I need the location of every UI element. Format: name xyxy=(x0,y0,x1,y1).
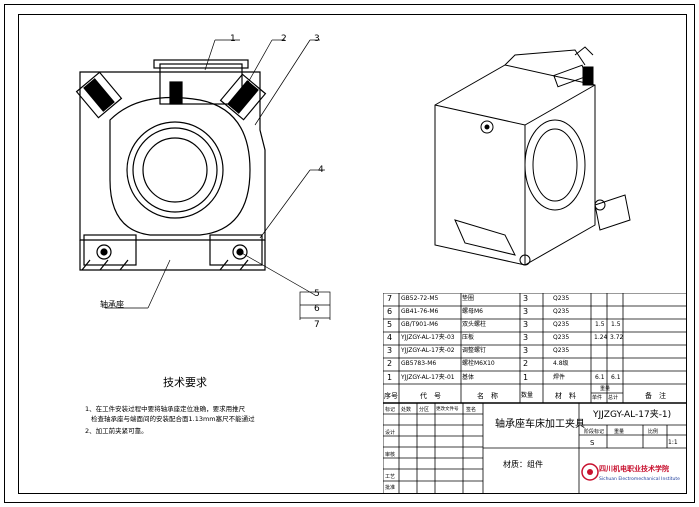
weight-label: 重量 xyxy=(614,429,625,435)
bom-header-total: 总计 xyxy=(608,395,619,401)
bom-mat: Q235 xyxy=(553,347,570,354)
bom-code: YJJZGY-AL-17夹-02 xyxy=(401,347,455,354)
tech-line-2: 检查轴承座与端面间的安装配合面1.13mm塞尺不能通过 xyxy=(91,415,255,423)
callout-3: 3 xyxy=(314,34,320,44)
bom-qty: 3 xyxy=(523,307,529,316)
row-process: 工艺 xyxy=(385,474,396,480)
front-view xyxy=(75,39,331,320)
stage-label: 阶段标记 xyxy=(584,429,605,435)
bom-code: GB/T901-M6 xyxy=(401,321,439,328)
isometric-view xyxy=(434,46,631,266)
bom-qty: 3 xyxy=(523,333,529,342)
bom-no: 6 xyxy=(387,307,393,316)
rev-label-count: 处数 xyxy=(401,407,412,413)
scale-value: 1:1 xyxy=(668,439,678,446)
bom-header-code: 代 号 xyxy=(420,392,441,400)
bom-no: 7 xyxy=(387,294,393,303)
bom-no: 5 xyxy=(387,320,393,329)
scale-label: 比例 xyxy=(648,429,659,435)
rev-label-mark: 标记 xyxy=(385,407,396,413)
bom-qty: 3 xyxy=(523,320,529,329)
bom-name: 双头螺柱 xyxy=(462,321,487,328)
bom-no: 1 xyxy=(387,373,393,382)
callout-6: 6 xyxy=(314,304,320,314)
bom-header-name: 名 称 xyxy=(477,392,498,400)
bom-qty: 3 xyxy=(523,294,529,303)
callout-2: 2 xyxy=(281,34,287,44)
bom-code: YJJZGY-AL-17夹-01 xyxy=(401,374,455,381)
bom-no: 4 xyxy=(387,333,393,342)
bom-name: 调整螺钉 xyxy=(462,347,487,354)
bom-no: 2 xyxy=(387,359,393,368)
bom-header-note: 备 注 xyxy=(645,392,666,400)
drawing-number: YJJZGY-AL-17夹-1) xyxy=(593,410,672,420)
bom-code: YJJZGY-AL-17夹-03 xyxy=(401,334,455,341)
rev-label-sign: 签名 xyxy=(466,407,477,413)
bom-qty: 1 xyxy=(523,373,529,382)
bom-w1: 6.1 xyxy=(595,374,605,381)
bom-name: 螺栓M6X10 xyxy=(462,360,495,367)
bom-mat: Q235 xyxy=(553,334,570,341)
bom-name: 压板 xyxy=(462,334,475,341)
school-emblem-icon xyxy=(581,463,599,481)
bom-header-no: 序号 xyxy=(384,392,398,400)
bom-header-weight: 重量 xyxy=(600,386,611,392)
drawing-name: 轴承座车床加工夹具 xyxy=(495,419,585,430)
material-label: 材质：组件 xyxy=(503,460,543,469)
tech-line-1: 1、在工件安装过程中要将轴承座定位准确，要求用推尺 xyxy=(85,405,246,413)
bom-qty: 2 xyxy=(523,359,529,368)
callout-1: 1 xyxy=(230,34,236,44)
callout-7: 7 xyxy=(314,320,320,330)
row-review: 审核 xyxy=(385,452,396,458)
row-approve: 批准 xyxy=(385,485,396,491)
bom-qty: 3 xyxy=(523,346,529,355)
bom-mat: Q235 xyxy=(553,308,570,315)
bom-w2: 6.1 xyxy=(611,374,621,381)
stage-mark: S xyxy=(590,439,595,447)
bom-name: 螺母M6 xyxy=(462,308,483,315)
bom-no: 3 xyxy=(387,346,393,355)
bom-w1: 1.5 xyxy=(595,321,605,328)
bom-w2: 1.5 xyxy=(611,321,621,328)
inner-border xyxy=(18,14,687,494)
bom-mat: Q235 xyxy=(553,295,570,302)
bom-code: GB52-72-M5 xyxy=(401,295,439,302)
bom-mat: 焊件 xyxy=(553,374,566,381)
school-logo: 四川机电职业技术学院 Sichuan Electromechanical Ins… xyxy=(581,458,681,488)
rev-label-zone: 分区 xyxy=(419,407,430,413)
tech-title: 技术要求 xyxy=(163,376,207,389)
school-name-cn: 四川机电职业技术学院 xyxy=(599,465,669,473)
bom-w1: 1.24 xyxy=(594,334,608,341)
bom-table-grid xyxy=(383,293,687,494)
bom-mat: 4.8级 xyxy=(553,360,569,367)
bom-name: 垫圈 xyxy=(462,295,475,302)
school-name-en: Sichuan Electromechanical Institute xyxy=(599,477,680,482)
part-label: 轴承座 xyxy=(100,300,124,309)
bom-header-single: 单件 xyxy=(592,395,603,401)
bom-header-mat: 材 料 xyxy=(555,392,576,400)
rev-label-file: 更改文件号 xyxy=(436,407,459,412)
bom-w2: 3.72 xyxy=(610,334,624,341)
callout-4: 4 xyxy=(318,165,324,175)
row-design: 设计 xyxy=(385,430,396,436)
bom-mat: Q235 xyxy=(553,321,570,328)
callout-5: 5 xyxy=(314,289,320,299)
bom-code: GB5783-M6 xyxy=(401,360,437,367)
bom-name: 基体 xyxy=(462,374,475,381)
bom-header-qty: 数量 xyxy=(521,392,534,399)
bom-code: GB41-76-M6 xyxy=(401,308,439,315)
tech-line-3: 2、加工前夹紧可靠。 xyxy=(85,427,148,435)
outer-border xyxy=(4,4,695,503)
